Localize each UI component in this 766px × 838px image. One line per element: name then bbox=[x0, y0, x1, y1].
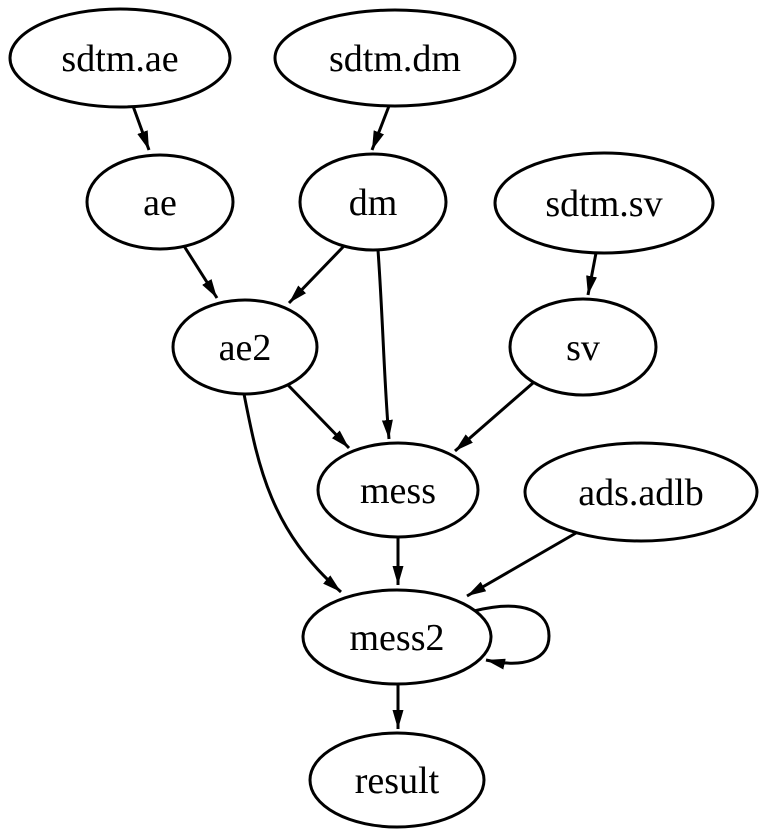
node-sdtm-dm-label: sdtm.dm bbox=[329, 38, 461, 80]
edge-mess2-self-loop bbox=[473, 604, 551, 670]
node-sdtm-dm: sdtm.dm bbox=[273, 8, 517, 108]
node-ae-ellipse bbox=[85, 153, 235, 251]
node-mess-ellipse bbox=[316, 441, 480, 539]
node-sdtm-ae-label: sdtm.ae bbox=[61, 38, 178, 80]
edge-sv-to-mess bbox=[454, 381, 534, 453]
node-ae-label: ae bbox=[143, 182, 177, 224]
edge-sdtm-dm-to-dm bbox=[370, 105, 391, 151]
node-sdtm-ae-ellipse bbox=[8, 7, 232, 109]
node-result-ellipse bbox=[308, 731, 486, 829]
node-mess: mess bbox=[316, 441, 480, 539]
node-sdtm-dm-ellipse bbox=[273, 8, 517, 108]
node-ads-adlb-label: ads.adlb bbox=[578, 472, 704, 514]
node-ae2-ellipse bbox=[171, 298, 319, 396]
node-ads-adlb-ellipse bbox=[523, 441, 759, 543]
node-layer: sdtm.ae sdtm.dm ae dm sdtm.sv ae2 sv me bbox=[8, 7, 759, 829]
edge-ae2-to-mess bbox=[286, 383, 351, 450]
node-sv-ellipse bbox=[508, 297, 658, 397]
edge-ae2-to-mess2 bbox=[242, 393, 342, 594]
edge-ae-to-ae2 bbox=[182, 245, 219, 299]
node-sv-label: sv bbox=[566, 327, 600, 369]
node-sdtm-sv-label: sdtm.sv bbox=[545, 183, 662, 225]
edge-ads-adlb-to-mess2 bbox=[466, 531, 577, 598]
node-ads-adlb: ads.adlb bbox=[523, 441, 759, 543]
node-mess2: mess2 bbox=[301, 588, 493, 686]
edge-sdtm-sv-to-sv bbox=[586, 252, 598, 296]
node-sdtm-sv-ellipse bbox=[493, 151, 715, 255]
node-sdtm-ae: sdtm.ae bbox=[8, 7, 232, 109]
node-dm: dm bbox=[298, 152, 448, 252]
node-result: result bbox=[308, 731, 486, 829]
node-result-label: result bbox=[355, 760, 440, 802]
node-sdtm-sv: sdtm.sv bbox=[493, 151, 715, 255]
edge-sdtm-ae-to-ae bbox=[131, 105, 151, 151]
edge-layer bbox=[131, 105, 598, 729]
edge-dm-to-mess bbox=[376, 249, 393, 440]
node-mess-label: mess bbox=[360, 470, 436, 512]
node-mess2-ellipse bbox=[301, 588, 493, 686]
node-dm-ellipse bbox=[298, 152, 448, 252]
node-dm-label: dm bbox=[349, 182, 398, 224]
node-mess2-label: mess2 bbox=[350, 617, 445, 659]
node-ae: ae bbox=[85, 153, 235, 251]
edge-dm-to-ae2 bbox=[287, 244, 346, 305]
node-sv: sv bbox=[508, 297, 658, 397]
node-ae2-label: ae2 bbox=[219, 327, 272, 369]
node-ae2: ae2 bbox=[171, 298, 319, 396]
